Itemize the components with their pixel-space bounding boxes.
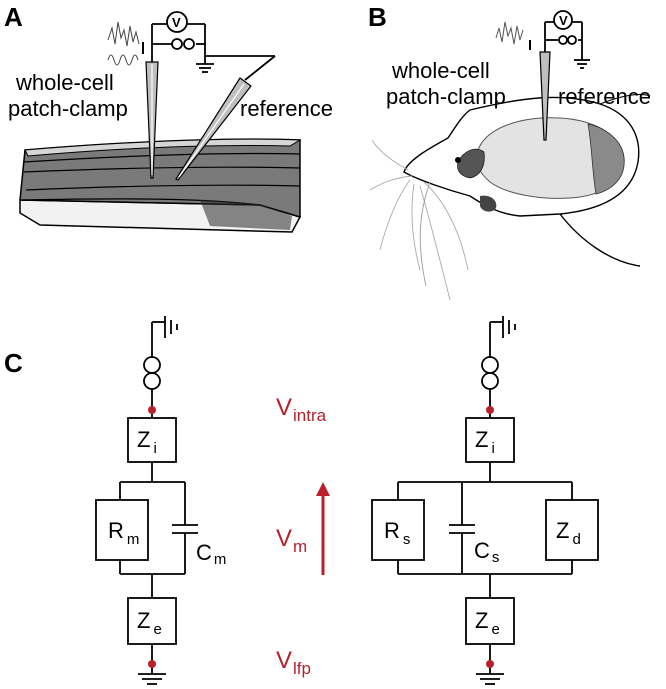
patch-clamp-label-line2-b: patch-clamp	[386, 84, 506, 109]
svg-text:V: V	[172, 15, 181, 30]
v-intra-label: Vintra	[276, 394, 327, 425]
voltmeter-icon	[553, 10, 573, 30]
zi-box	[127, 417, 177, 463]
intra-node	[148, 406, 156, 414]
brain-slice	[19, 138, 302, 233]
potential-labels: Vintra Vm Vlfp	[276, 394, 330, 678]
reference-label: reference	[240, 96, 333, 121]
panel-a: A	[4, 2, 333, 233]
reference-electrode	[175, 77, 252, 181]
lfp-node	[148, 660, 156, 668]
zi-box-right	[465, 417, 515, 463]
voltmeter-icon	[166, 11, 188, 33]
ze-box	[127, 597, 177, 645]
trace-icons-b	[495, 21, 531, 50]
ze-box-right	[465, 597, 515, 645]
svg-text:V: V	[559, 13, 568, 28]
current-source-icon	[143, 356, 161, 374]
panel-b-letter: B	[368, 2, 387, 32]
patch-clamp-label-line1: whole-cell	[15, 70, 114, 95]
panel-b: B	[368, 2, 651, 301]
recording-circuit-a: V	[151, 11, 276, 81]
patch-pipette-b	[539, 51, 551, 141]
v-lfp-label: Vlfp	[276, 647, 311, 678]
patch-pipette	[145, 61, 159, 179]
zd-box	[545, 499, 599, 561]
trace-icons-a	[107, 21, 144, 66]
patch-clamp-label-line2: patch-clamp	[8, 96, 128, 121]
rm-box	[95, 499, 149, 561]
rs-box	[371, 499, 425, 561]
intra-node-right	[486, 406, 494, 414]
panel-c-letter: C	[4, 348, 23, 378]
panel-a-letter: A	[4, 2, 23, 32]
patch-clamp-label-line1-b: whole-cell	[391, 58, 490, 83]
reference-label-b: reference	[558, 84, 651, 109]
recording-circuit-b: V	[544, 10, 590, 69]
lfp-node-right	[486, 660, 494, 668]
rat-head	[369, 93, 651, 301]
current-source-icon	[481, 356, 499, 374]
v-m-label: Vm	[276, 525, 307, 556]
